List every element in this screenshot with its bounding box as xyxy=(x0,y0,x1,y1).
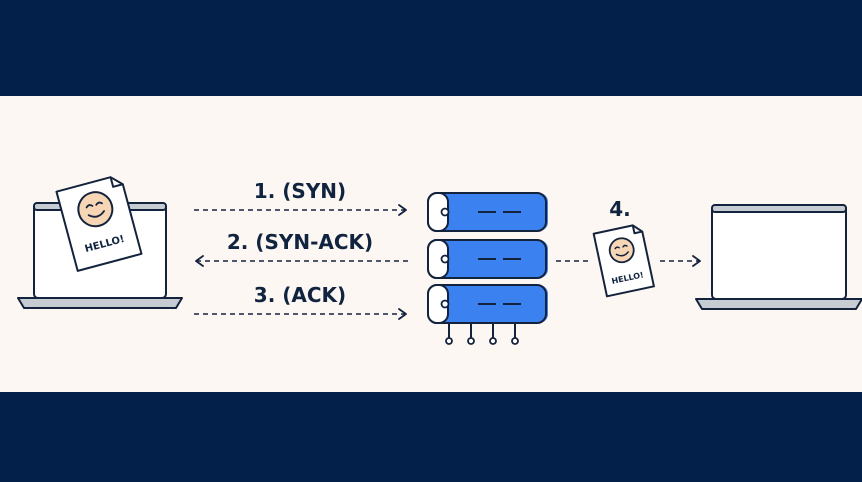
step-1-label: 1. (SYN) xyxy=(254,179,346,203)
top-band xyxy=(0,0,862,96)
server-connectors xyxy=(445,323,519,345)
step-3-label: 3. (ACK) xyxy=(254,283,346,307)
bottom-band xyxy=(0,392,862,482)
server-indicators xyxy=(440,207,521,309)
step-4-label: 4. xyxy=(609,197,631,221)
hello-note-small-icon: HELLO! xyxy=(592,224,655,298)
hello-note-icon: HELLO! xyxy=(55,176,143,272)
step-2-label: 2. (SYN-ACK) xyxy=(227,230,373,254)
destination-laptop-icon xyxy=(695,204,862,310)
